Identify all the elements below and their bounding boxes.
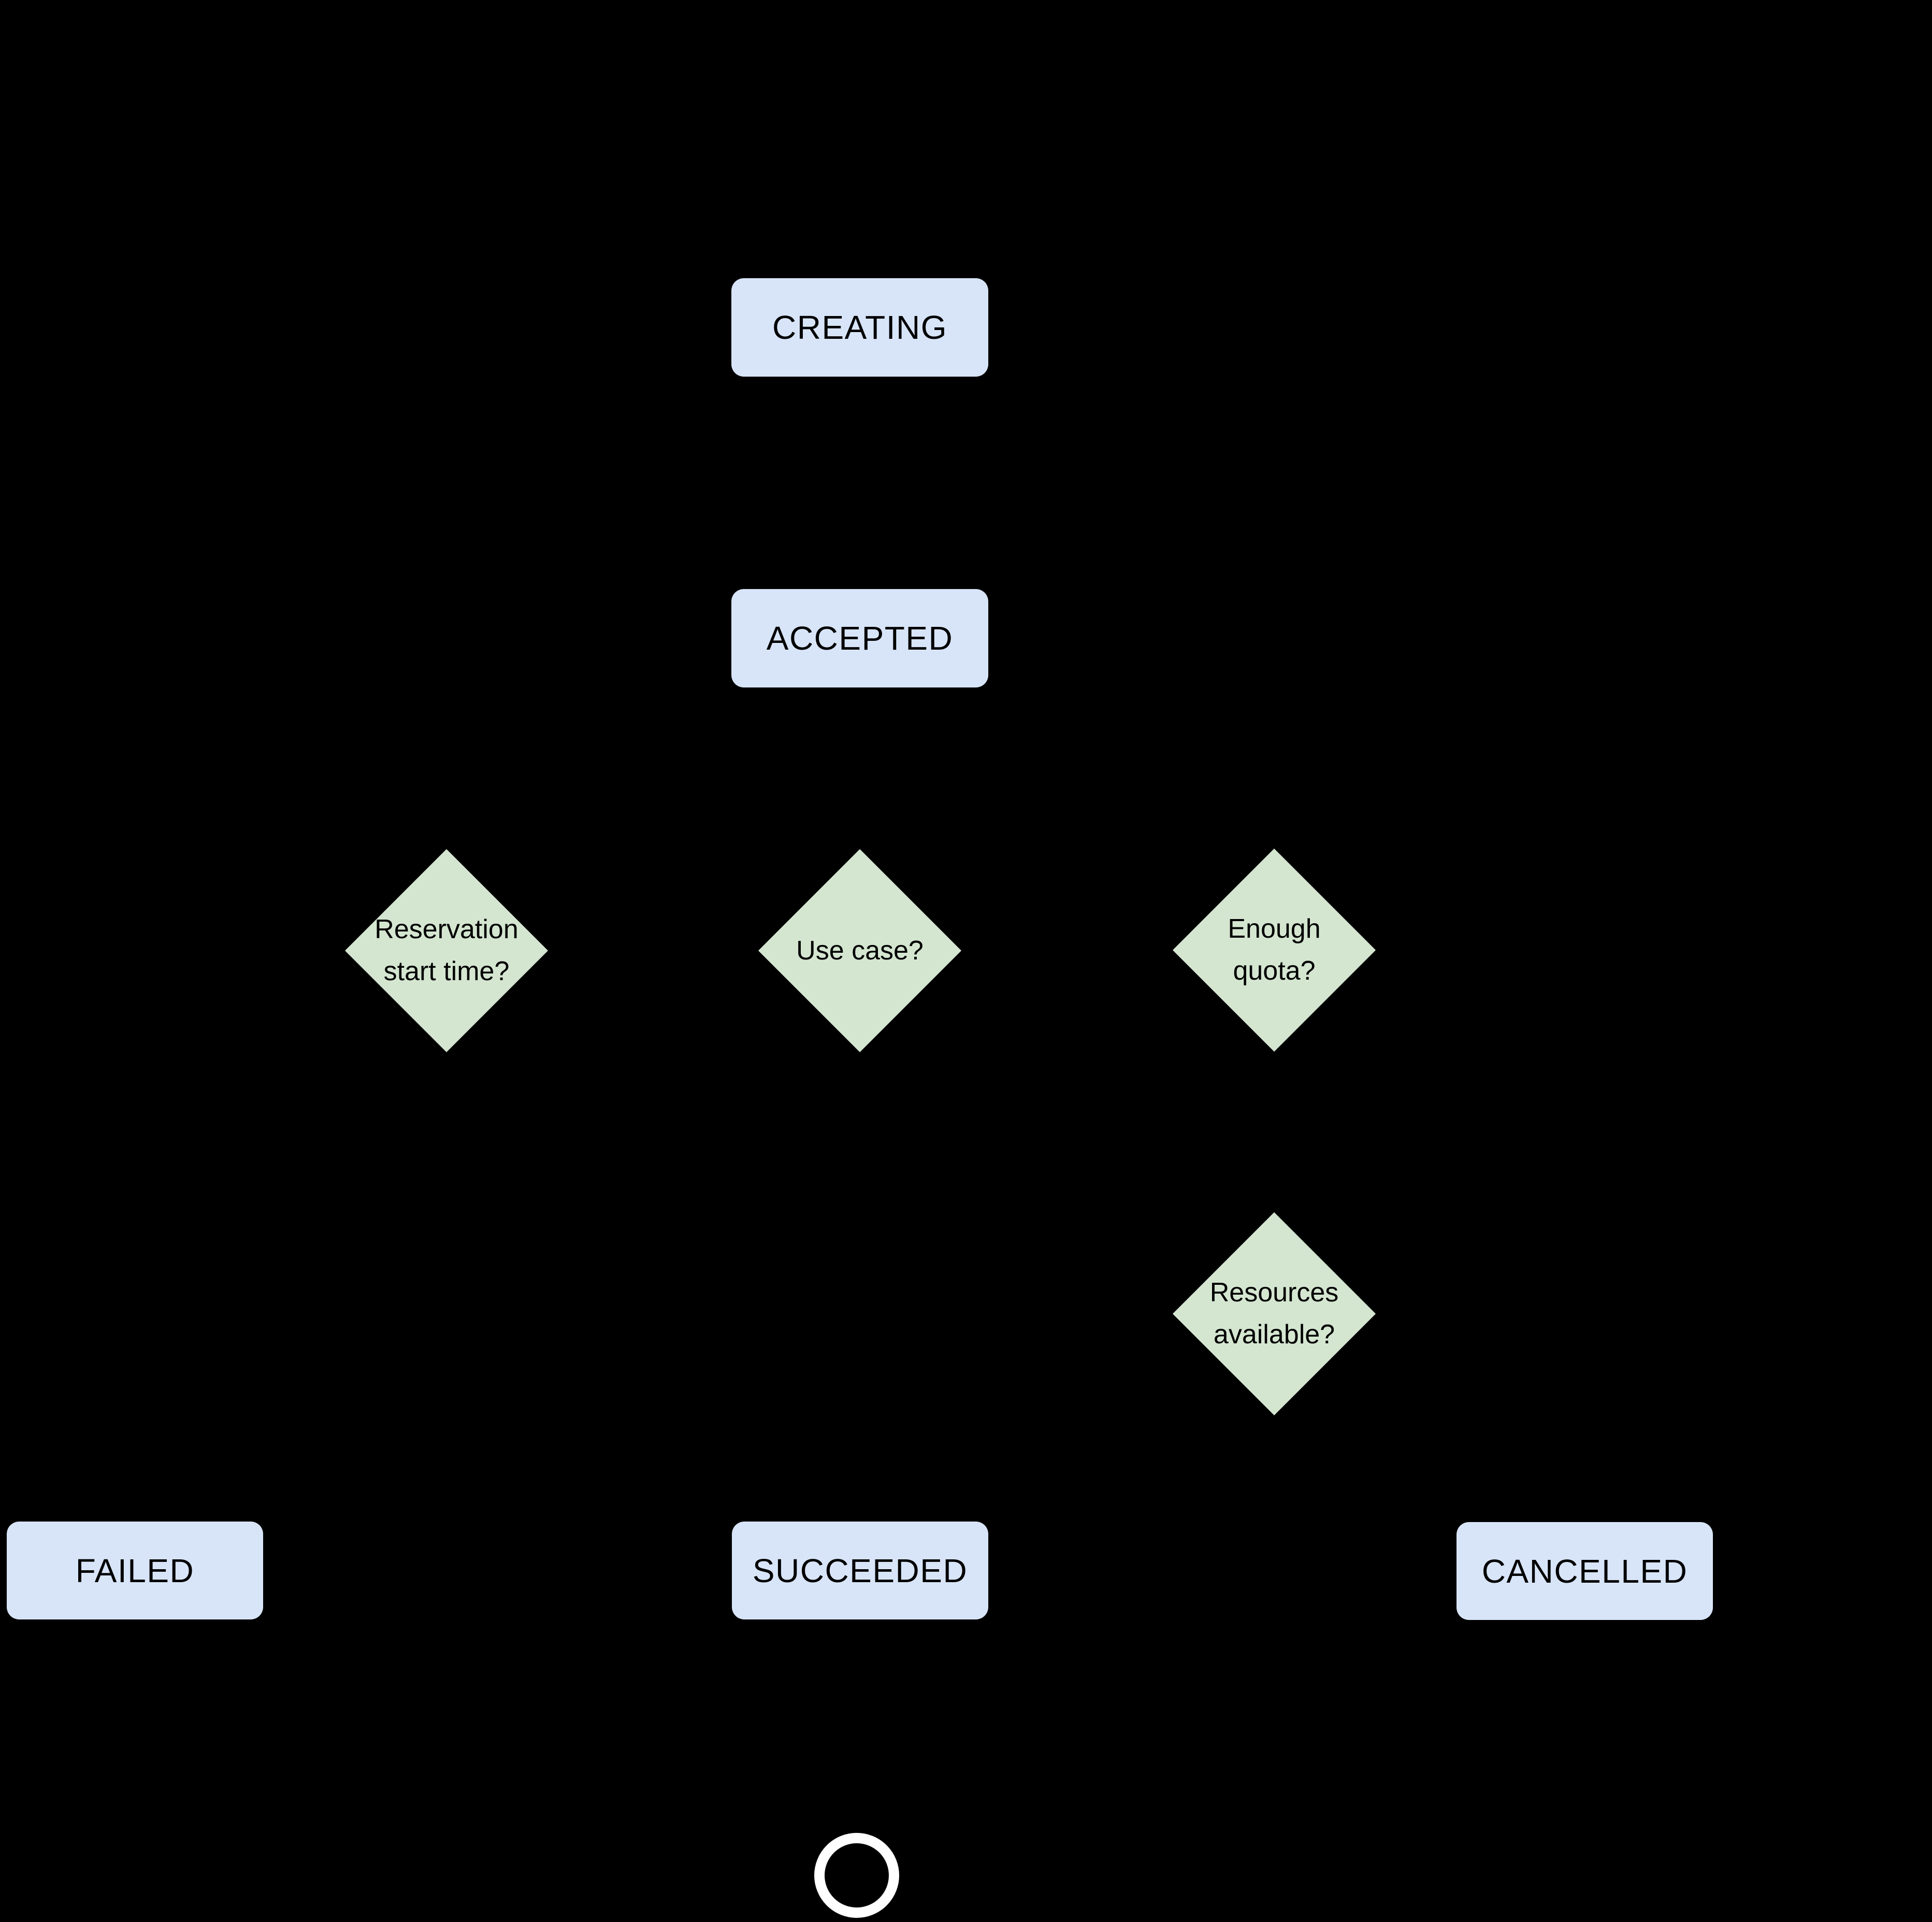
state-succeeded: SUCCEEDED	[732, 1522, 988, 1619]
state-accepted-label: ACCEPTED	[766, 620, 954, 657]
diamond-shape-icon	[345, 849, 548, 1052]
state-creating-label: CREATING	[772, 309, 947, 346]
decision-label-line: quota?	[1233, 956, 1316, 986]
end-state-circle-icon	[814, 1833, 899, 1918]
decision-label-line: Resources	[1209, 1278, 1339, 1308]
decision-label-line: Reservation	[374, 914, 518, 945]
state-failed-label: FAILED	[75, 1552, 195, 1589]
decision-reservation-start-time-label: Reservation start time?	[345, 849, 548, 1052]
decision-enough-quota-label: Enough quota?	[1173, 849, 1376, 1052]
state-creating: CREATING	[731, 278, 988, 377]
state-cancelled: CANCELLED	[1457, 1522, 1713, 1620]
state-succeeded-label: SUCCEEDED	[752, 1552, 968, 1589]
diamond-shape-icon	[1173, 1212, 1376, 1415]
state-failed: FAILED	[7, 1522, 263, 1619]
decision-use-case-label: Use case?	[758, 849, 961, 1052]
diamond-shape-icon	[1173, 849, 1376, 1052]
state-accepted: ACCEPTED	[731, 589, 988, 687]
decision-reservation-start-time: Reservation start time?	[345, 849, 548, 1052]
decision-enough-quota: Enough quota?	[1173, 849, 1376, 1052]
decision-label-line: available?	[1213, 1319, 1335, 1350]
decision-label-line: Enough	[1228, 914, 1321, 944]
decision-resources-available-label: Resources available?	[1173, 1212, 1376, 1415]
state-cancelled-label: CANCELLED	[1481, 1552, 1688, 1590]
decision-resources-available: Resources available?	[1173, 1212, 1376, 1415]
decision-use-case: Use case?	[758, 849, 961, 1052]
decision-label-line: Use case?	[796, 935, 924, 966]
decision-label-line: start time?	[383, 956, 510, 986]
diamond-shape-icon	[758, 849, 961, 1052]
